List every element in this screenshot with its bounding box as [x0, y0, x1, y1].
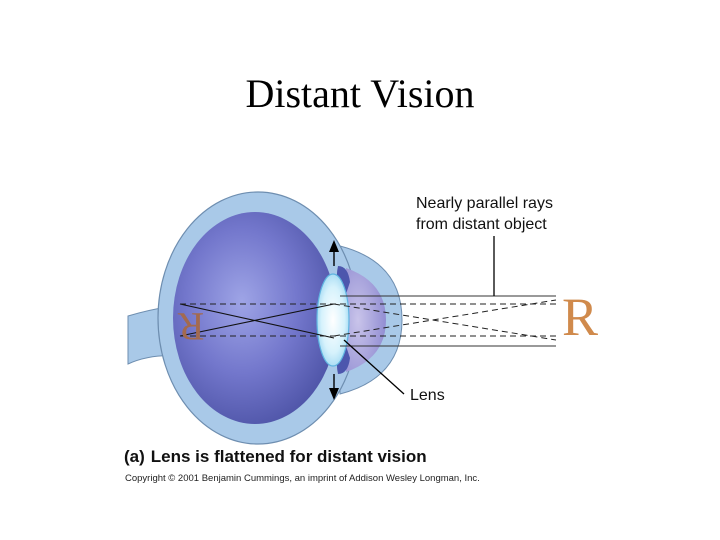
rays-label-line2: from distant object — [416, 216, 547, 233]
rays-label-line1: Nearly parallel rays — [416, 195, 553, 212]
lens-leader — [343, 339, 405, 395]
figure-caption: (a) Lens is flattened for distant vision — [124, 447, 427, 467]
arrow-down-head — [329, 388, 339, 400]
caption-tag: (a) — [124, 447, 145, 466]
ray-cross-2 — [179, 303, 335, 337]
caption-text: Lens is flattened for distant vision — [150, 447, 427, 466]
slide-title: Distant Vision — [245, 71, 475, 116]
lens — [316, 273, 350, 367]
object-letter: R — [562, 287, 598, 347]
ray-cross-1 — [179, 303, 335, 339]
lens-label: Lens — [410, 387, 445, 404]
ray-dashed-cross-1 — [333, 303, 557, 341]
vitreous-body — [173, 212, 337, 424]
image-letter: R — [177, 304, 204, 349]
copyright-notice: Copyright © 2001 Benjamin Cummings, an i… — [125, 473, 480, 484]
arrow-up-head — [329, 240, 339, 252]
ray-dashed-cross-2 — [333, 299, 557, 337]
